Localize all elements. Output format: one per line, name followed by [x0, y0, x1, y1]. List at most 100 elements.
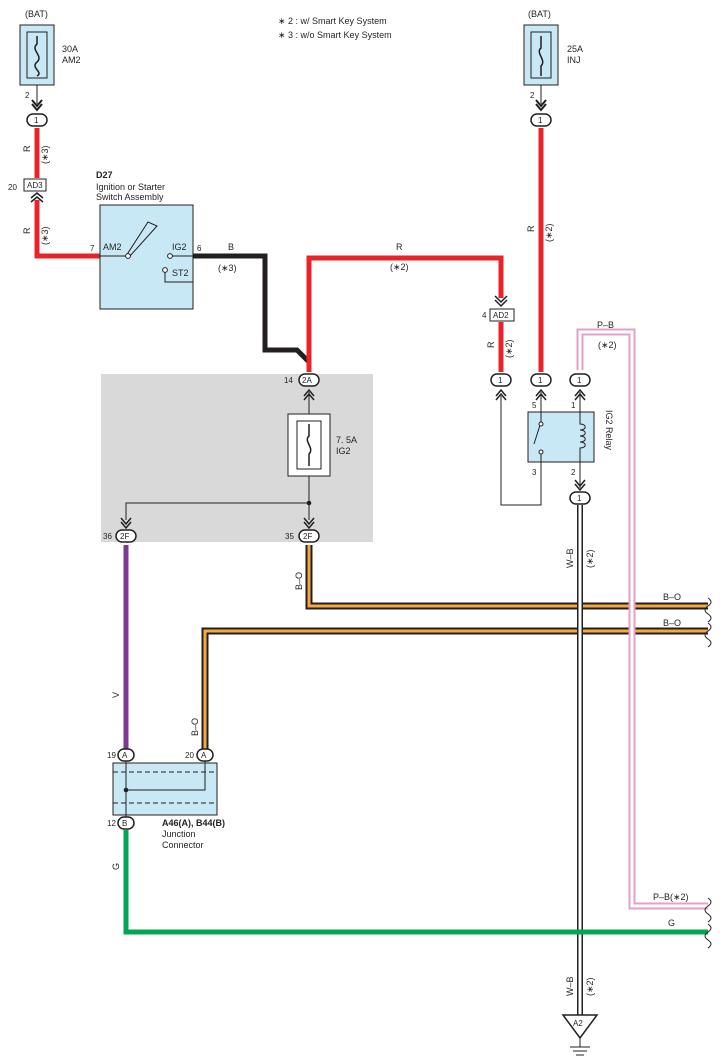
- svg-text:25A: 25A: [567, 44, 583, 54]
- svg-text:20: 20: [8, 183, 17, 192]
- jb-top-connector: 14 2A: [284, 373, 320, 401]
- svg-text:AD3: AD3: [27, 181, 43, 190]
- svg-text:(∗3): (∗3): [218, 263, 237, 273]
- note-no-smart-key: ∗ 3 : w/o Smart Key System: [278, 30, 392, 40]
- note-smart-key: ∗ 2 : w/ Smart Key System: [278, 16, 387, 26]
- switch-contact-icon: [100, 221, 158, 257]
- svg-text:1: 1: [538, 116, 543, 125]
- svg-text:1: 1: [577, 376, 582, 385]
- svg-text:(∗3): (∗3): [40, 145, 50, 164]
- wire-g: [123, 830, 708, 935]
- svg-text:Ignition or Starter: Ignition or Starter: [96, 182, 165, 192]
- ig2-relay: 5 1 3 2 IG2 Relay: [527, 401, 614, 477]
- svg-text:AD2: AD2: [493, 311, 509, 320]
- svg-text:R: R: [486, 341, 496, 348]
- svg-text:B–O: B–O: [190, 718, 200, 736]
- wire-relay-loop: [500, 396, 542, 506]
- ground-icon: [570, 1038, 590, 1056]
- svg-text:Connector: Connector: [162, 840, 204, 850]
- svg-text:2: 2: [571, 468, 576, 477]
- wire-continuation-marks: [704, 597, 712, 949]
- fuse-ig2: 7. 5A IG2: [287, 413, 357, 477]
- svg-text:B–O: B–O: [663, 618, 681, 628]
- svg-text:3: 3: [532, 468, 537, 477]
- fuse-am2: (BAT) 30A AM2 2 1: [19, 9, 81, 127]
- svg-text:(∗2): (∗2): [390, 262, 409, 272]
- svg-text:D27: D27: [96, 170, 113, 180]
- svg-text:V: V: [111, 692, 121, 698]
- svg-text:B–O: B–O: [663, 592, 681, 602]
- svg-text:(∗2): (∗2): [544, 223, 554, 242]
- ignition-switch: D27 Ignition or Starter Switch Assembly …: [90, 170, 202, 310]
- svg-text:Switch Assembly: Switch Assembly: [96, 192, 164, 202]
- relay-coil-icon: [579, 412, 586, 462]
- wire-r-am2-lower: [34, 200, 100, 259]
- svg-text:A46(A), B44(B): A46(A), B44(B): [162, 818, 225, 828]
- svg-text:ST2: ST2: [172, 268, 189, 278]
- fuse-am2-source: (BAT): [25, 9, 48, 19]
- svg-text:(∗2): (∗2): [585, 977, 595, 996]
- svg-text:P–B: P–B: [597, 320, 614, 330]
- jb-left-connector: 36 2F: [103, 517, 137, 543]
- svg-text:R: R: [22, 145, 32, 152]
- svg-text:1: 1: [571, 401, 576, 410]
- svg-text:(∗3): (∗3): [40, 226, 50, 245]
- svg-text:Junction: Junction: [162, 829, 196, 839]
- wire-r-ig2-ad2: [306, 255, 504, 372]
- svg-text:P–B(∗2): P–B(∗2): [653, 892, 689, 902]
- svg-text:AM2: AM2: [103, 242, 122, 252]
- svg-text:2F: 2F: [120, 532, 129, 541]
- svg-text:IG2 Relay: IG2 Relay: [604, 410, 614, 451]
- svg-text:19: 19: [107, 751, 116, 760]
- svg-text:1: 1: [538, 376, 543, 385]
- svg-text:(∗2): (∗2): [585, 549, 595, 568]
- svg-text:6: 6: [197, 244, 202, 253]
- junction-block: [101, 374, 373, 542]
- svg-text:2: 2: [530, 91, 535, 100]
- svg-text:30A: 30A: [62, 44, 78, 54]
- svg-text:(∗2): (∗2): [598, 340, 617, 350]
- svg-text:W–B: W–B: [565, 548, 575, 568]
- wire-jb-internal: [125, 392, 310, 520]
- wire-bo-2f: [305, 545, 708, 610]
- wire-b-ig2: [193, 253, 312, 372]
- svg-text:B: B: [228, 242, 234, 252]
- svg-text:4: 4: [482, 311, 487, 320]
- svg-text:2F: 2F: [303, 532, 312, 541]
- svg-text:35: 35: [285, 532, 294, 541]
- junction-connector: 19 A 20 A 12 B A46(A), B44(B) Junction C…: [107, 748, 225, 850]
- fuse-am2-icon: [34, 36, 40, 77]
- ground-a2: A2: [561, 1014, 599, 1056]
- svg-text:G: G: [668, 918, 675, 928]
- svg-text:7: 7: [90, 244, 95, 253]
- fuse-ig2-icon: [306, 424, 312, 466]
- jb-right-connector: 35 2F: [285, 517, 320, 543]
- svg-text:AM2: AM2: [62, 55, 81, 65]
- svg-text:12: 12: [107, 819, 116, 828]
- svg-text:1: 1: [498, 376, 503, 385]
- svg-text:A: A: [201, 751, 207, 760]
- svg-text:B: B: [122, 819, 127, 828]
- connector-ad3: 20 AD3: [8, 178, 47, 203]
- wires: [34, 128, 708, 1015]
- svg-text:2: 2: [25, 91, 30, 100]
- svg-text:G: G: [111, 863, 121, 870]
- svg-text:IG2: IG2: [172, 242, 187, 252]
- relay-connectors: 1 1 1 1: [490, 373, 591, 505]
- fuse-inj: (BAT) 25A INJ 2 1: [523, 9, 583, 127]
- fuse-inj-icon: [538, 36, 544, 76]
- svg-text:INJ: INJ: [567, 55, 581, 65]
- svg-text:36: 36: [103, 532, 112, 541]
- svg-text:20: 20: [185, 751, 194, 760]
- svg-text:W–B: W–B: [565, 976, 575, 996]
- svg-text:IG2: IG2: [336, 446, 351, 456]
- svg-text:A2: A2: [573, 1019, 583, 1028]
- svg-text:R: R: [22, 227, 32, 234]
- connector-ad2: 4 AD2: [482, 295, 515, 322]
- svg-text:B–O: B–O: [294, 572, 304, 590]
- svg-text:1: 1: [34, 116, 39, 125]
- svg-text:1: 1: [577, 494, 582, 503]
- wire-labels: R (∗3) R (∗3) B (∗3) R (∗2) R (∗2) R (∗2…: [22, 145, 689, 996]
- svg-text:2A: 2A: [302, 376, 312, 385]
